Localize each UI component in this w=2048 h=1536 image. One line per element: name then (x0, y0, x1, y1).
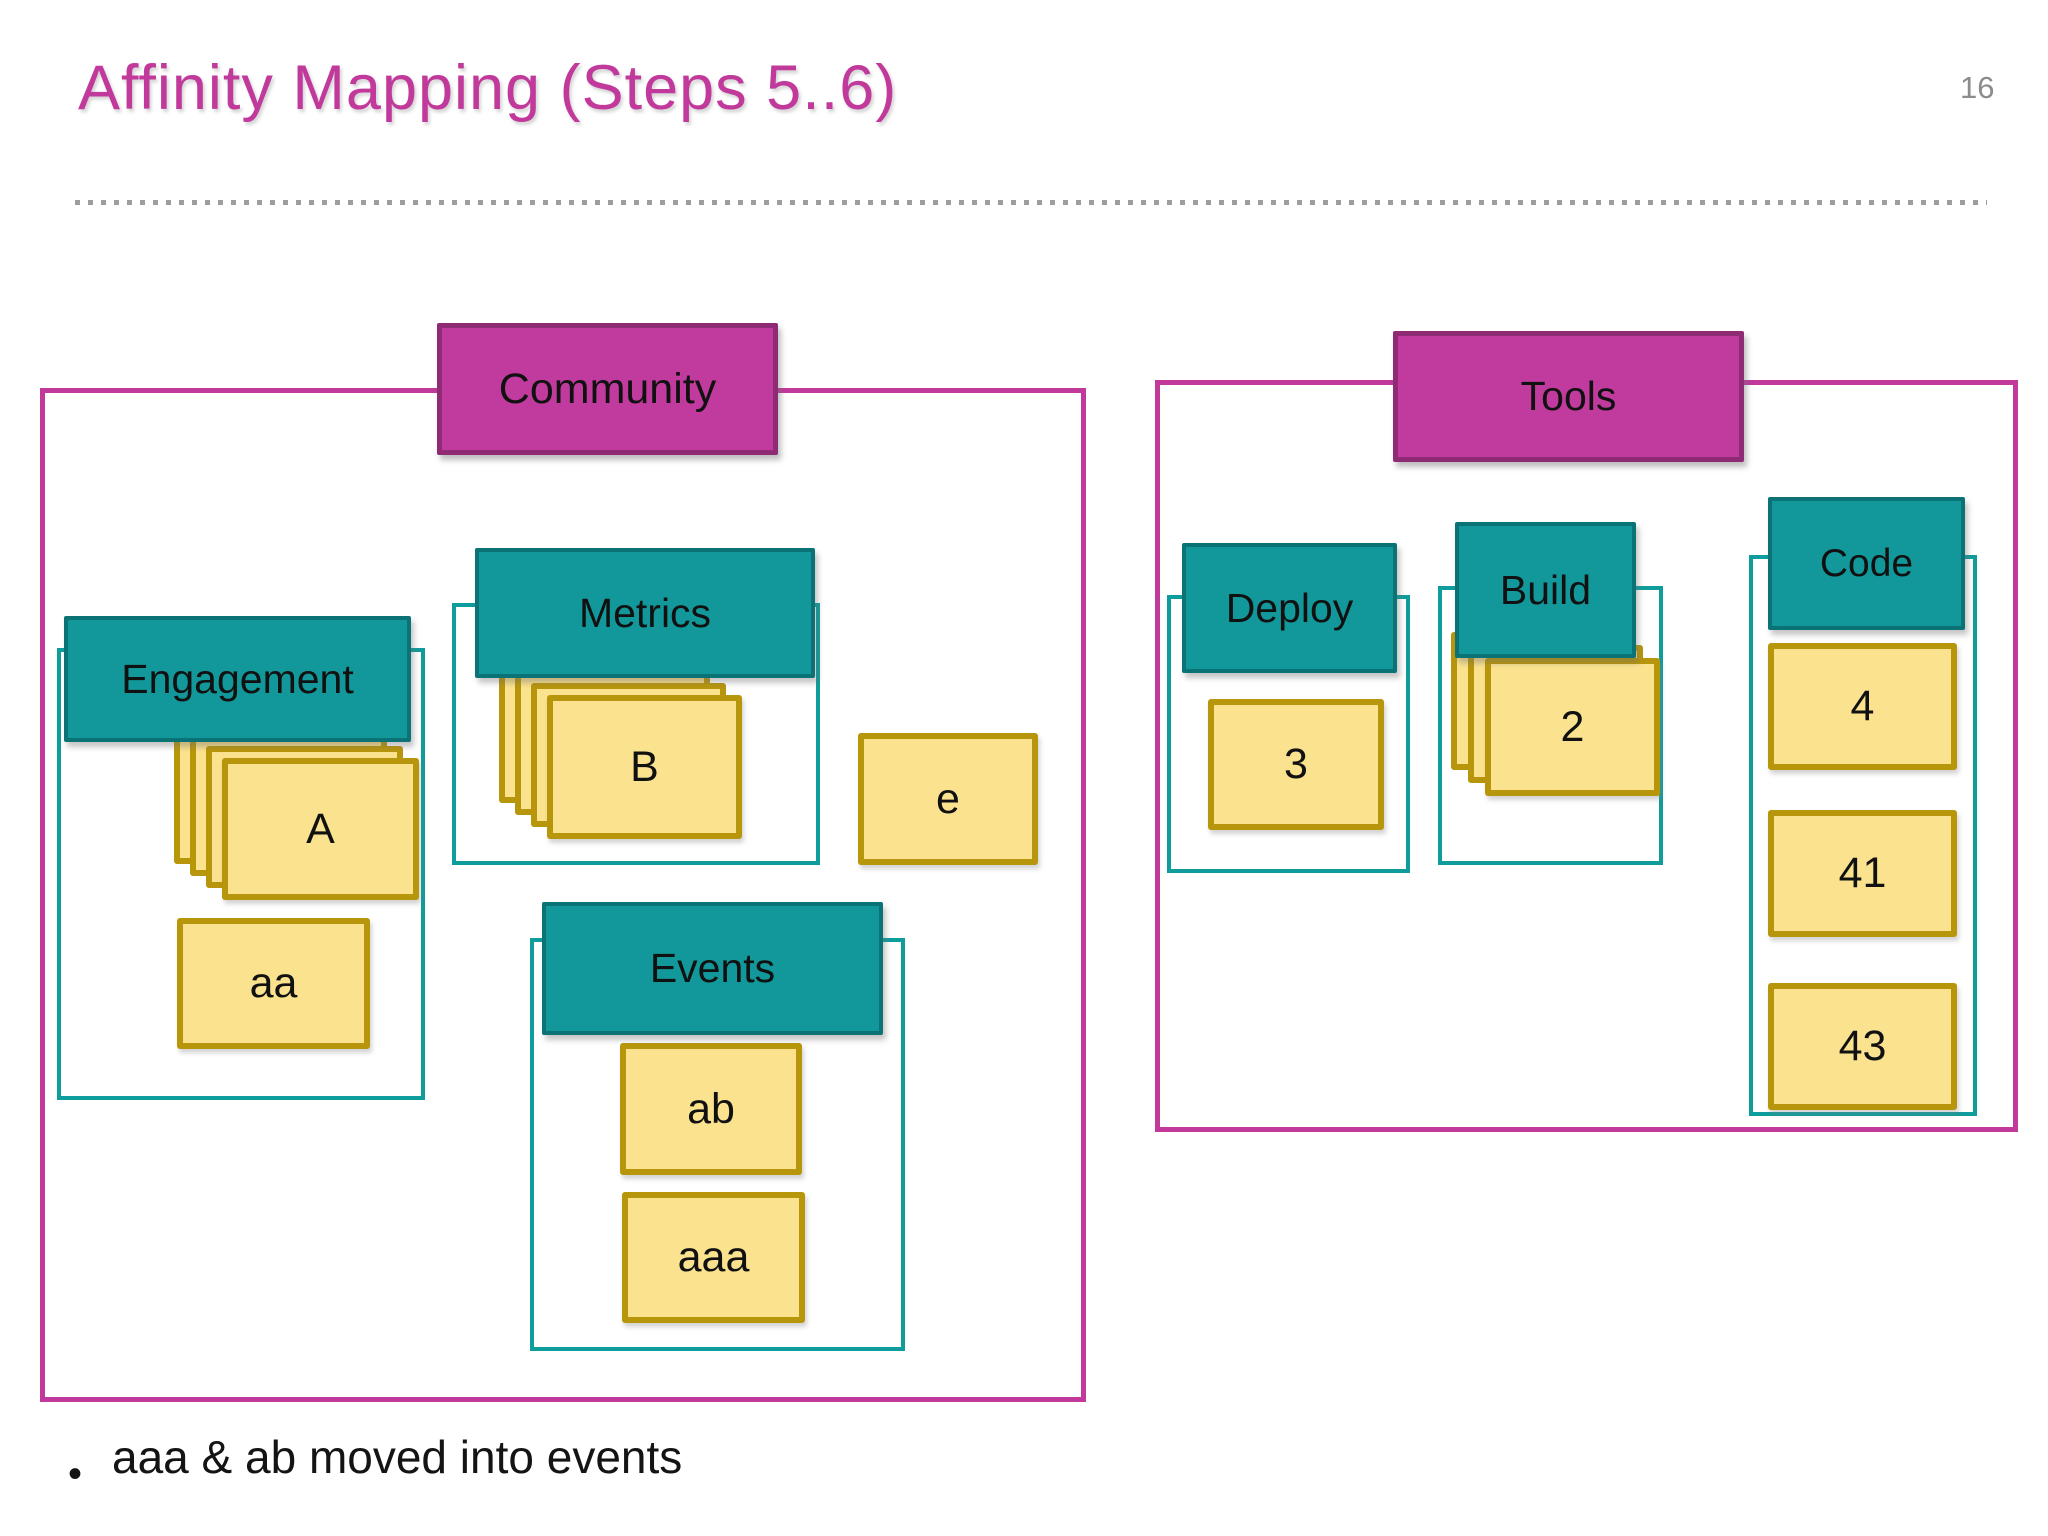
note-4: 4 (1768, 643, 1957, 770)
note-label: 41 (1838, 849, 1887, 897)
note-ab: ab (620, 1043, 802, 1175)
engagement-header: Engagement (64, 616, 411, 742)
metrics-header: Metrics (475, 548, 815, 678)
note-stack-a: A (222, 758, 419, 900)
tools-header: Tools (1393, 331, 1744, 462)
note-aa: aa (177, 918, 370, 1049)
footnote-bullet-dot: • (68, 1452, 83, 1496)
note-label: 4 (1850, 682, 1875, 730)
community-header-label: Community (498, 364, 717, 413)
note-41: 41 (1768, 810, 1957, 937)
events-header: Events (542, 902, 883, 1035)
note-label: 43 (1838, 1022, 1887, 1070)
note-stack-b: B (547, 695, 742, 839)
note-label: aaa (677, 1233, 750, 1281)
note-label: 2 (1560, 702, 1585, 751)
note-label: e (936, 774, 960, 823)
build-header: Build (1455, 522, 1636, 658)
build-header-label: Build (1499, 566, 1592, 613)
note-3: 3 (1208, 699, 1384, 830)
engagement-header-label: Engagement (121, 655, 354, 702)
page-number: 16 (1960, 70, 1995, 105)
note-43: 43 (1768, 983, 1957, 1110)
title-separator-rule (75, 200, 1987, 205)
footnote-text: aaa & ab moved into events (112, 1431, 683, 1483)
note-label: ab (687, 1084, 735, 1133)
tools-header-label: Tools (1520, 373, 1617, 419)
note-label: 3 (1284, 740, 1308, 788)
community-header: Community (437, 323, 778, 455)
note-aaa: aaa (622, 1192, 805, 1323)
note-label: B (630, 742, 659, 791)
note-stack-2: 2 (1485, 658, 1660, 796)
events-header-label: Events (649, 945, 776, 991)
metrics-header-label: Metrics (578, 589, 712, 636)
deploy-header: Deploy (1182, 543, 1397, 673)
note-e: e (858, 733, 1038, 865)
code-header: Code (1768, 497, 1965, 630)
note-label: A (306, 804, 335, 853)
slide-title: Affinity Mapping (Steps 5..6) (78, 53, 898, 123)
deploy-header-label: Deploy (1225, 584, 1354, 631)
code-header-label: Code (1819, 541, 1914, 585)
note-label: aa (249, 959, 298, 1007)
